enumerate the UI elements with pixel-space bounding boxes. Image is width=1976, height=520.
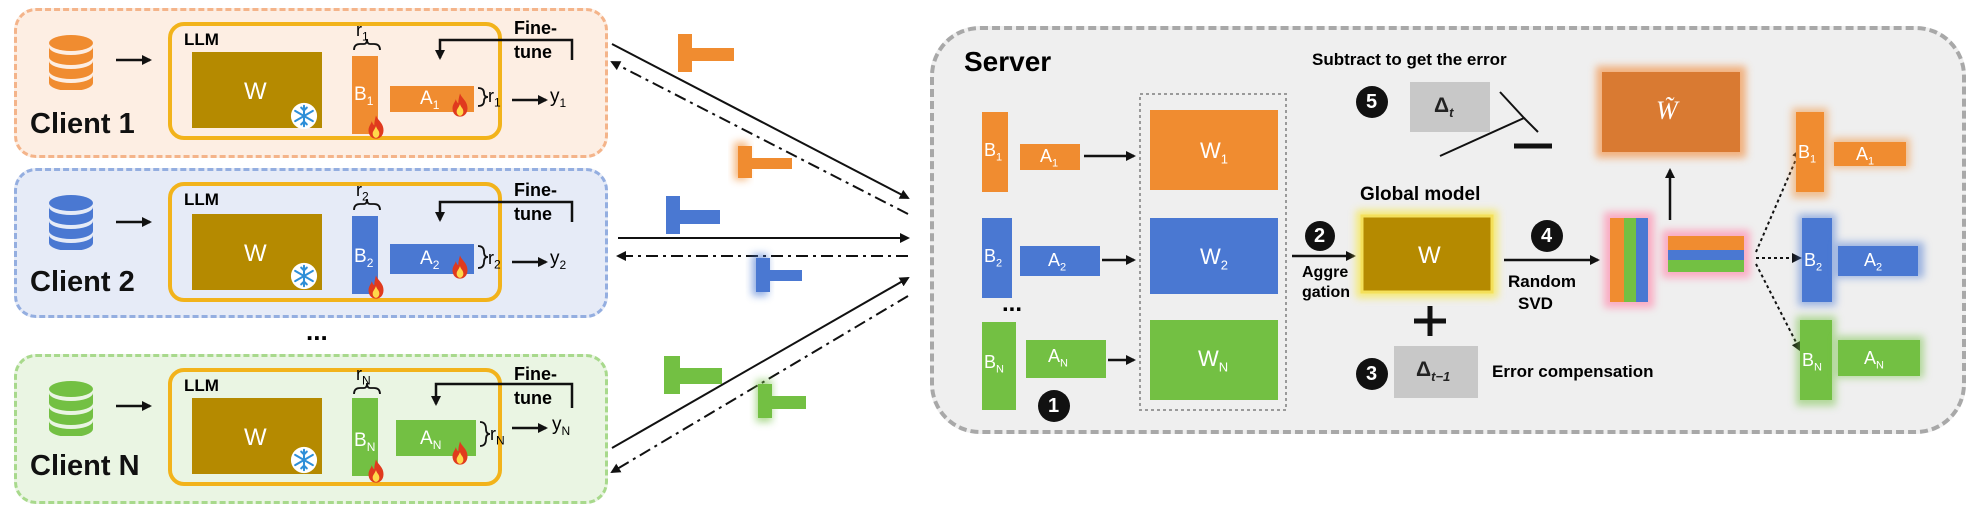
lora-token-blue-up — [666, 196, 720, 234]
client-2-llm-label: LLM — [184, 190, 219, 209]
aggregation-label-1: Aggre — [1302, 264, 1349, 281]
database-icon — [49, 35, 93, 90]
lora-token-green-down — [756, 380, 806, 422]
client-n-rank-top: rN — [356, 364, 371, 388]
database-icon — [49, 381, 93, 436]
snowflake-icon — [290, 262, 318, 290]
clients-ellipsis: ... — [306, 316, 328, 346]
client-n-name: Client N — [30, 450, 140, 482]
lora-token-green-up — [664, 356, 722, 394]
client-2-rank-right: r2 — [488, 248, 501, 272]
client-1-finetune-1: Fine- — [514, 18, 557, 38]
client-1-finetune-2: tune — [514, 42, 552, 62]
step-3-badge: 3 — [1366, 363, 1378, 385]
client-1-llm-label: LLM — [184, 30, 219, 49]
w-tilde-label: W̃ — [1656, 96, 1678, 125]
out-a1-label: A1 — [1856, 144, 1875, 168]
client-1-output: y1 — [550, 86, 567, 110]
client-1-w-label: W — [244, 78, 267, 105]
client-1-rank-top: r1 — [356, 20, 369, 44]
server-bn-label: BN — [984, 352, 1004, 376]
client-2-llm-box — [168, 182, 502, 302]
step-1-badge: 1 — [1048, 395, 1060, 417]
client-2-finetune-1: Fine- — [514, 180, 557, 200]
delta-prev-label: Δt−1 — [1416, 358, 1451, 385]
client-n-finetune-2: tune — [514, 388, 552, 408]
snowflake-icon — [290, 102, 318, 130]
step-5-badge: 5 — [1366, 91, 1378, 113]
subtract-label: Subtract to get the error — [1312, 50, 1507, 69]
step-4-badge: 4 — [1541, 225, 1553, 247]
client-n-llm-label: LLM — [184, 376, 219, 395]
server-b2-label: B2 — [984, 246, 1003, 270]
client-n-output: yN — [552, 414, 571, 438]
aggregation-label-2: gation — [1302, 284, 1350, 301]
client-1-rank-right: r1 — [488, 86, 501, 110]
lora-token-orange-down — [734, 142, 792, 180]
client-n-w-label: W — [244, 424, 267, 451]
global-model-label: Global model — [1360, 184, 1481, 205]
database-icon — [49, 195, 93, 250]
client-2-name: Client 2 — [30, 266, 135, 298]
out-an-label: AN — [1864, 348, 1884, 372]
client-2-b-label: B2 — [354, 246, 374, 270]
server-wn-label: WN — [1198, 346, 1229, 375]
snowflake-icon — [290, 446, 318, 474]
client-2-output: y2 — [550, 248, 567, 272]
out-b1-label: B1 — [1798, 142, 1817, 166]
out-bn-label: BN — [1802, 350, 1822, 374]
delta-label: Δt — [1434, 94, 1454, 121]
server-b1-label: B1 — [984, 140, 1003, 164]
lora-token-blue-down — [752, 254, 802, 296]
client-n-b-label: BN — [354, 430, 376, 454]
server-ellipsis: ... — [1002, 290, 1023, 317]
server-w1-label: W1 — [1200, 138, 1228, 167]
server-title: Server — [964, 46, 1052, 77]
client-2-a-label: A2 — [420, 248, 440, 272]
out-a2-label: A2 — [1864, 250, 1883, 274]
client-1-llm-box — [168, 22, 502, 140]
client-n-rank-right: rN — [490, 424, 505, 448]
client-1-b-label: B1 — [354, 84, 374, 108]
client-2-rank-top: r2 — [356, 180, 369, 204]
client-2-w-label: W — [244, 240, 267, 267]
client-1-name: Client 1 — [30, 108, 135, 140]
client-2-finetune-2: tune — [514, 204, 552, 224]
random-svd-label-2: SVD — [1518, 294, 1553, 313]
server-a2-label: A2 — [1048, 250, 1067, 274]
server-a1-label: A1 — [1040, 146, 1059, 170]
global-w-label: W — [1418, 242, 1441, 269]
random-svd-label-1: Random — [1508, 272, 1576, 291]
out-b2-label: B2 — [1804, 250, 1823, 274]
server-an-label: AN — [1048, 346, 1068, 370]
error-compensation-label: Error compensation — [1492, 362, 1654, 381]
client-n-a-label: AN — [420, 428, 442, 452]
step-2-badge: 2 — [1314, 225, 1326, 247]
server-w2-label: W2 — [1200, 244, 1228, 273]
client-n-finetune-1: Fine- — [514, 364, 557, 384]
client-1-a-label: A1 — [420, 88, 440, 112]
lora-token-orange-up — [678, 34, 734, 72]
client-n-llm-box — [168, 368, 502, 486]
